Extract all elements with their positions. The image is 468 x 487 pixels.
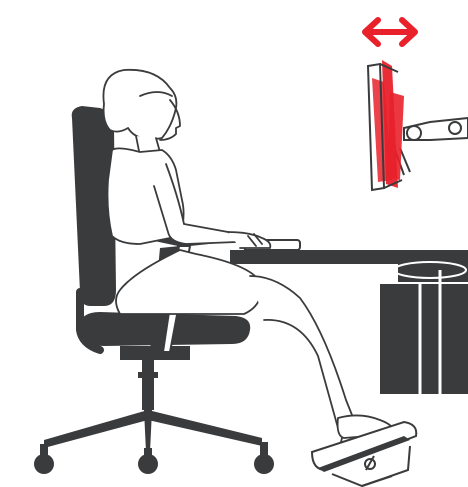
desk-icon (230, 250, 468, 394)
monitor-arm (395, 118, 468, 175)
double-headed-arrow-icon (365, 20, 415, 44)
monitor-icon (368, 60, 404, 190)
